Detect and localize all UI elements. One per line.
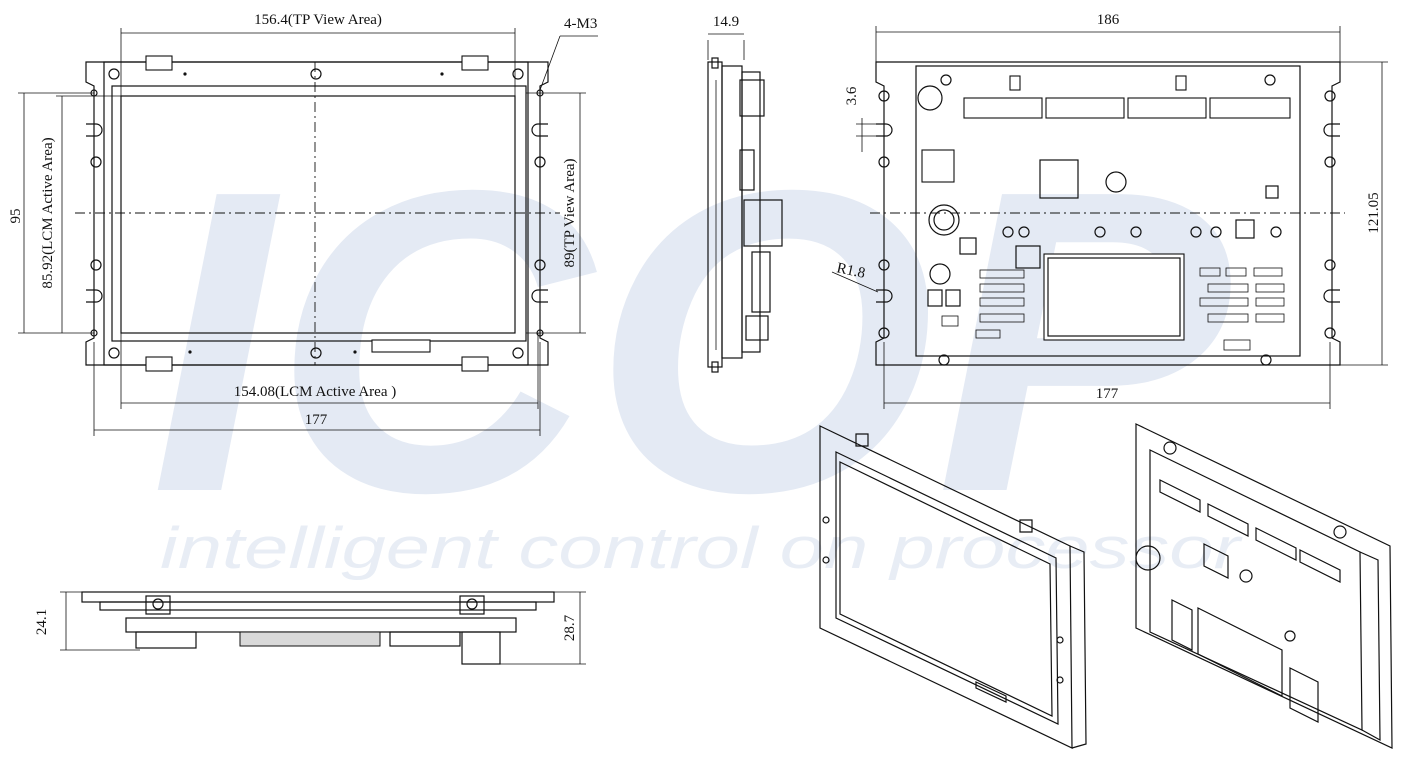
bottom-connector-jack <box>461 631 501 665</box>
dim-rear-slot: 3.6 <box>844 86 860 105</box>
touch-panel-outline <box>111 85 527 342</box>
rear-standoffs <box>940 74 1282 238</box>
side-view: 14.9 <box>707 14 783 373</box>
front-top-tab-left <box>145 55 173 71</box>
dim-overall-width: 177 <box>305 412 328 428</box>
lcm-active-area <box>120 95 516 334</box>
rear-cpu-chip <box>1039 159 1079 199</box>
rear-module <box>1043 253 1185 341</box>
front-slot-right-upper <box>531 123 548 137</box>
rear-view: 186 177 121.05 3.6 R1.8 <box>831 12 1388 409</box>
dim-rear-top-width: 186 <box>1097 12 1120 28</box>
front-slot-left-upper <box>86 123 103 137</box>
watermark-tagline: intelligent control on processor <box>160 516 1244 581</box>
bottom-view: 24.1 28.7 <box>34 591 586 665</box>
side-connector <box>743 199 783 247</box>
front-bottom-tab-right <box>461 356 489 372</box>
watermark: ICOP intelligent control on processor <box>150 102 1244 582</box>
watermark-logo: ICOP <box>150 102 1232 582</box>
front-bottom-tab-left <box>145 356 173 372</box>
dim-bottom-left-height: 24.1 <box>34 609 50 635</box>
dim-side-depth: 14.9 <box>713 14 739 30</box>
front-top-tab-right <box>461 55 489 71</box>
dim-lcm-active-height: 85.92(LCM Active Area) <box>40 137 56 288</box>
iso-rear-module <box>1197 607 1283 697</box>
dim-rear-height: 121.05 <box>1366 192 1382 233</box>
dim-rear-bottom-width: 177 <box>1096 386 1119 402</box>
front-dimensions: 156.4(TP View Area) 154.08(LCM Active Ar… <box>8 12 598 436</box>
bottom-front-plate <box>81 591 555 603</box>
bottom-pcb <box>125 617 517 633</box>
rear-header-connectors <box>941 267 1285 351</box>
dim-tp-view-height: 89(TP View Area) <box>562 158 578 267</box>
front-mount-holes <box>90 68 546 359</box>
iso-front-glass <box>835 451 1059 725</box>
dim-tp-view-width: 156.4(TP View Area) <box>254 12 382 28</box>
front-bezel-frame <box>103 61 529 366</box>
rear-top-connectors <box>963 75 1291 119</box>
isometric-rear-view <box>1135 423 1393 749</box>
side-pcb <box>741 71 761 353</box>
rear-dimensions: 186 177 121.05 3.6 R1.8 <box>831 12 1388 409</box>
dim-lcm-active-width: 154.08(LCM Active Area ) <box>234 384 396 400</box>
front-slot-right-lower <box>531 289 548 303</box>
front-view: 156.4(TP View Area) 154.08(LCM Active Ar… <box>8 12 598 436</box>
hole-callout: 4-M3 <box>564 16 597 32</box>
dim-overall-height: 95 <box>8 209 24 224</box>
bottom-connector-strip <box>239 631 381 647</box>
rear-buzzer <box>917 85 943 111</box>
front-plate-outline <box>85 61 549 366</box>
front-bottom-connector <box>371 339 431 353</box>
front-slot-left-lower <box>86 289 103 303</box>
dim-bottom-right-height: 28.7 <box>562 614 578 641</box>
rear-pcb-board <box>915 65 1301 357</box>
rear-battery <box>928 204 960 236</box>
dim-rear-radius: R1.8 <box>835 260 866 282</box>
isometric-front-view <box>819 425 1087 749</box>
rear-mount-holes <box>878 90 1336 366</box>
